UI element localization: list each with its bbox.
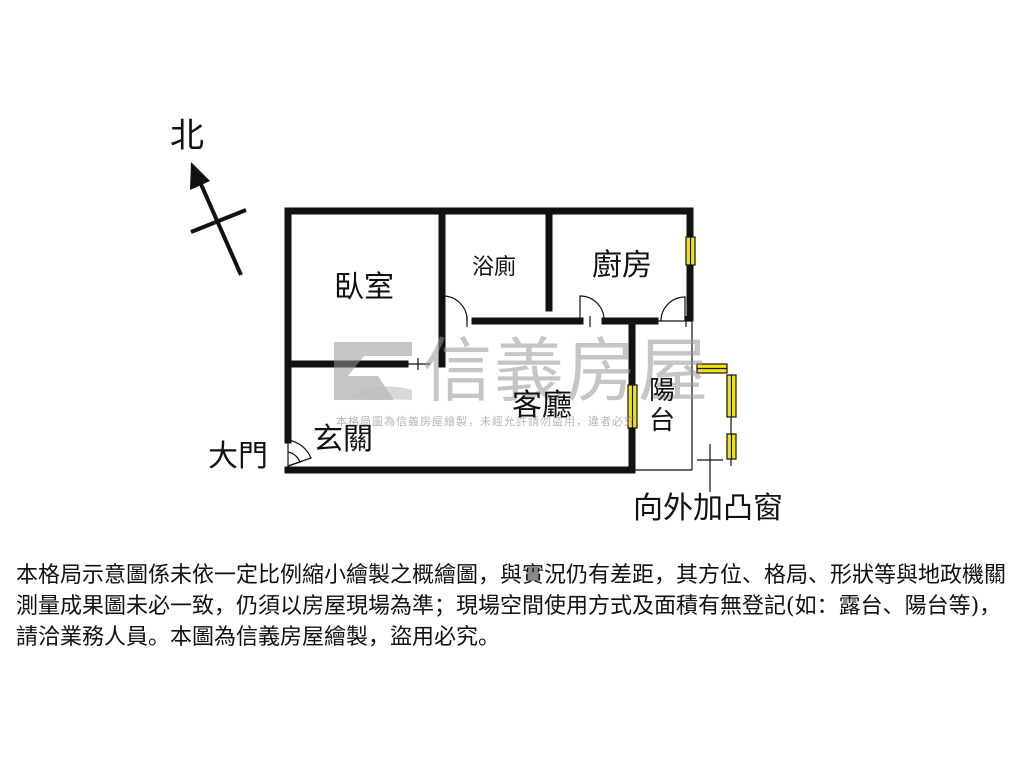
bay-window-pointer [697,417,732,492]
compass-north-label: 北 [170,116,204,156]
walls [284,207,694,474]
room-label-balcony: 陽台 [649,376,676,436]
door-swings [287,295,686,470]
floor-plan [190,162,737,492]
watermark-brand: 信義房屋 [422,330,710,412]
watermark-logo: 信義房屋 [334,336,710,406]
room-label-bedroom: 臥室 [334,270,394,305]
watermark-notice: 本格局圖為信義房屋繪製，未經允許請勿盜用，違者必究 [336,415,636,428]
label-bay-window: 向外加凸窗 [633,491,783,526]
room-label-kitchen: 廚房 [592,248,652,283]
north-arrow-icon [190,162,247,276]
label-main-door: 大門 [208,439,268,474]
brand-logo-icon [334,342,412,400]
room-label-foyer: 玄關 [313,422,373,457]
disclaimer-text: 本格局示意圖係未依一定比例縮小繪製之概繪圖，與實況仍有差距，其方位、格局、形狀等… [16,563,1007,650]
room-label-living-room: 客廳 [512,388,572,423]
room-label-bathroom: 浴廁 [472,255,517,280]
